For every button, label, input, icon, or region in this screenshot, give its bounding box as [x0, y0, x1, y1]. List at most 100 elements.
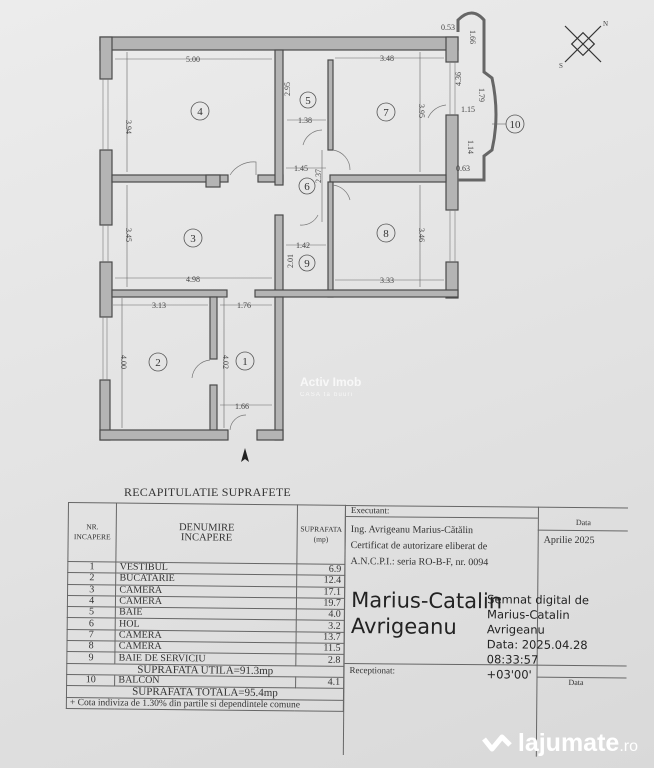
row-area: 4.1 [295, 677, 344, 689]
doors [191, 104, 447, 431]
dim-label: 3.46 [417, 228, 426, 242]
room-marker: 10 [505, 114, 525, 134]
room-marker: 2 [148, 352, 168, 372]
svg-text:8: 8 [383, 228, 389, 240]
dimension-labels: 5.00 3.94 2.95 1.38 3.48 3.95 0.53 1.66 … [119, 23, 486, 411]
row-area: 4.0 [295, 609, 345, 621]
room-marker: 7 [376, 102, 396, 122]
svg-text:3: 3 [190, 233, 196, 245]
dim-label: 3.45 [124, 228, 133, 242]
svg-text:9: 9 [304, 258, 310, 270]
dim-label: 3.94 [124, 120, 133, 134]
dim-label: 1.14 [466, 140, 475, 154]
area-summary-table: NR. INCAPERE DENUMIRE INCAPERE SUPRAFATA… [66, 502, 346, 712]
svg-text:7: 7 [383, 107, 389, 119]
header-name: DENUMIRE INCAPERE [116, 503, 298, 564]
dim-label: 1.76 [237, 301, 251, 310]
row-area: 3.2 [295, 620, 345, 633]
row-nr: 10 [66, 674, 115, 687]
row-nr: 6 [67, 618, 116, 630]
svg-text:5: 5 [305, 95, 311, 107]
summary-title: RECAPITULATIE SUPRAFETE [124, 485, 291, 499]
svg-text:1: 1 [242, 356, 248, 368]
dim-label: 1.66 [468, 30, 477, 44]
note-row: + Cota indiviza de 1.30% din partile si … [66, 697, 344, 712]
note: + Cota indiviza de 1.30% din partile si … [66, 697, 344, 712]
windows [102, 62, 456, 380]
svg-text:Activ Imob: Activ Imob [300, 375, 361, 389]
walls [99, 36, 459, 441]
date-label: Data [575, 518, 592, 528]
executant-name: Ing. Avrigeanu Marius-Cătălin [350, 524, 474, 537]
floor-plan: 5.00 3.94 2.95 1.38 3.48 3.95 0.53 1.66 … [99, 11, 608, 462]
room-marker: 1 [235, 351, 255, 371]
site-logo[interactable]: lajumate.ro [480, 729, 638, 758]
dim-label: 5.00 [186, 55, 200, 64]
logo-text: lajumate [517, 729, 620, 757]
dim-label: 0.63 [456, 164, 470, 173]
row-nr: 2 [67, 573, 117, 585]
room-marker: 6 [298, 177, 316, 195]
svg-text:10: 10 [510, 119, 522, 131]
entrance-arrow-icon [241, 448, 249, 462]
watermark: Activ Imob CASA ta buuri [300, 375, 361, 398]
row-nr: 5 [67, 607, 116, 619]
certificate-line: Certificat de autorizare eliberat de [350, 540, 488, 553]
row-nr: 9 [66, 652, 116, 664]
row-area: 2.8 [295, 654, 344, 667]
heart-logo-icon [481, 734, 512, 751]
dim-label: 1.42 [296, 241, 310, 250]
room-marker: 5 [299, 91, 317, 109]
dim-label: 4.00 [119, 355, 128, 369]
row-nr: 4 [67, 595, 116, 608]
dim-label: 2.95 [283, 82, 292, 96]
dimension-lines [113, 52, 444, 428]
dim-label: 3.33 [380, 276, 394, 285]
dim-label: 1.79 [477, 88, 486, 102]
logo-suffix: .ro [619, 737, 638, 755]
dim-label: 3.48 [380, 54, 394, 63]
executant-block: Executant: Data Aprilie 2025 Ing. Avrige… [342, 505, 628, 758]
dim-label: 0.53 [441, 23, 455, 32]
dim-label: 1.45 [294, 164, 308, 173]
svg-text:CASA ta buuri: CASA ta buuri [300, 392, 353, 398]
header-nr: NR. INCAPERE [67, 502, 117, 563]
row-area: 17.1 [296, 586, 345, 599]
row-area: 19.7 [296, 598, 345, 610]
room-marker: 8 [376, 223, 396, 243]
executant-label: Executant: [350, 505, 390, 516]
room-marker: 4 [190, 101, 210, 121]
row-nr: 1 [67, 561, 117, 574]
row-area: 6.9 [296, 564, 345, 576]
svg-text:N: N [603, 20, 608, 28]
room-marker: 9 [298, 254, 316, 272]
dim-label: 4.36 [454, 72, 463, 86]
dim-label: 2.37 [314, 169, 323, 183]
row-area: 11.5 [295, 643, 345, 655]
dim-label: 4.02 [221, 355, 230, 369]
svg-text:4: 4 [197, 106, 203, 118]
row-area: 13.7 [295, 632, 345, 644]
header-area: SUPRAFATA (mp) [296, 504, 346, 565]
row-nr: 3 [67, 584, 116, 596]
svg-text:6: 6 [304, 181, 310, 193]
received-label: Receptionat: [349, 665, 396, 676]
dim-label: 1.66 [235, 402, 249, 411]
compass-icon: S N [559, 20, 608, 70]
room-marker: 3 [183, 228, 203, 248]
dim-label: 1.38 [298, 116, 312, 125]
room-numbers: 1 2 3 4 5 6 7 8 9 10 [148, 91, 525, 372]
svg-text:S: S [559, 62, 563, 70]
row-area: 12.4 [296, 575, 345, 587]
row-nr: 8 [66, 640, 116, 653]
row-nr: 7 [67, 629, 116, 642]
dim-label: 4.98 [186, 275, 200, 284]
dim-label: 2.01 [286, 254, 295, 268]
balcony-outline [456, 11, 498, 182]
table-header-row: NR. INCAPERE DENUMIRE INCAPERE SUPRAFATA… [67, 502, 346, 565]
dim-label: 3.13 [152, 301, 166, 310]
svg-text:2: 2 [155, 357, 161, 369]
date-value: Aprilie 2025 [543, 534, 595, 547]
